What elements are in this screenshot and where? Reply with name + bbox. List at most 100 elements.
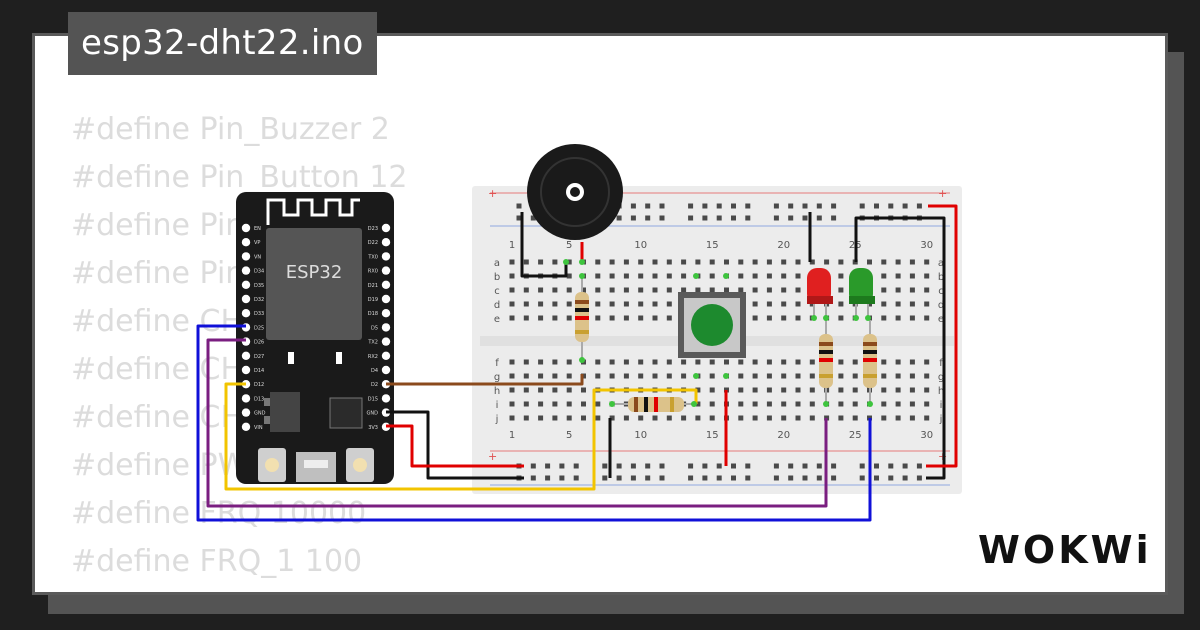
hole — [859, 203, 865, 209]
row-letter: d — [494, 300, 500, 311]
hole — [838, 273, 844, 279]
hole — [538, 315, 544, 321]
column-number: 20 — [777, 240, 790, 251]
hole — [566, 373, 572, 379]
hole — [595, 273, 601, 279]
hole — [766, 359, 772, 365]
hole — [909, 387, 915, 393]
hole — [609, 287, 615, 293]
hole — [709, 373, 715, 379]
resistor[interactable] — [819, 320, 833, 404]
hole — [809, 259, 815, 265]
hole — [573, 463, 579, 469]
hole — [716, 463, 722, 469]
hole — [909, 401, 915, 407]
hole — [773, 475, 779, 481]
hole — [645, 475, 651, 481]
hole — [552, 401, 558, 407]
hole — [731, 463, 736, 469]
pin-label: D5 — [371, 325, 378, 331]
pin-label: VN — [254, 254, 261, 260]
code-line: #define Pin_Button 12 — [71, 160, 408, 195]
code-line: #define CH — [71, 304, 244, 339]
hole — [766, 259, 772, 265]
hole — [566, 401, 572, 407]
hole — [809, 387, 815, 393]
hole — [623, 259, 629, 265]
buzzer[interactable] — [527, 144, 623, 240]
hole — [838, 373, 844, 379]
hole — [781, 315, 787, 321]
hole — [724, 359, 729, 365]
hole — [666, 287, 672, 293]
row-letter: i — [940, 400, 943, 411]
hole — [838, 287, 844, 293]
resistor[interactable] — [612, 397, 694, 412]
hole — [530, 215, 536, 221]
hole — [852, 401, 858, 407]
pin-hole — [241, 309, 251, 318]
pin-label: D26 — [254, 340, 264, 346]
wire-black-greenled — [854, 216, 928, 262]
hole — [695, 359, 701, 365]
hole — [724, 259, 729, 265]
hole — [752, 259, 758, 265]
hole — [738, 359, 744, 365]
hole — [509, 287, 515, 293]
pin-hole — [241, 252, 251, 261]
hole — [816, 463, 822, 469]
pin-hole — [381, 252, 391, 261]
hole — [745, 463, 751, 469]
column-number: 30 — [920, 430, 933, 441]
hole — [623, 315, 629, 321]
hole — [652, 315, 658, 321]
hole — [595, 287, 601, 293]
hole — [581, 287, 586, 293]
hole — [788, 463, 794, 469]
hole — [609, 315, 615, 321]
code-line: #define PW — [71, 448, 248, 483]
hole — [523, 301, 529, 307]
hole — [895, 287, 901, 293]
pin-label: D22 — [368, 240, 378, 246]
row-letter: e — [494, 314, 500, 325]
hole — [623, 415, 629, 421]
hole — [652, 301, 658, 307]
hole — [595, 315, 601, 321]
pin-hole — [381, 394, 391, 403]
hole — [781, 259, 787, 265]
pin-label: D4 — [371, 368, 378, 374]
resistor[interactable] — [863, 320, 877, 404]
row-letter: f — [495, 358, 499, 369]
hole — [874, 203, 879, 209]
row-letter: c — [494, 286, 500, 297]
hole — [795, 301, 801, 307]
rail-plus-label: + — [938, 187, 947, 200]
hole — [916, 203, 922, 209]
hole — [924, 259, 930, 265]
pin-hole — [381, 238, 391, 247]
hole — [766, 287, 772, 293]
pin-label: D33 — [254, 311, 264, 317]
column-number: 1 — [509, 240, 515, 251]
hole — [888, 475, 894, 481]
hole — [559, 475, 565, 481]
column-number: 15 — [706, 240, 719, 251]
pin-hole — [241, 408, 251, 417]
hole — [595, 373, 601, 379]
hole — [616, 475, 622, 481]
push-button[interactable] — [678, 292, 746, 358]
hole — [630, 463, 636, 469]
resistor[interactable] — [575, 276, 589, 360]
hole — [716, 203, 722, 209]
hole — [752, 301, 758, 307]
hole — [852, 359, 858, 365]
hole — [509, 387, 515, 393]
hole — [924, 315, 930, 321]
hole — [924, 359, 930, 365]
hole — [724, 287, 729, 293]
hole — [752, 273, 758, 279]
hole — [909, 273, 915, 279]
hole — [688, 463, 694, 469]
